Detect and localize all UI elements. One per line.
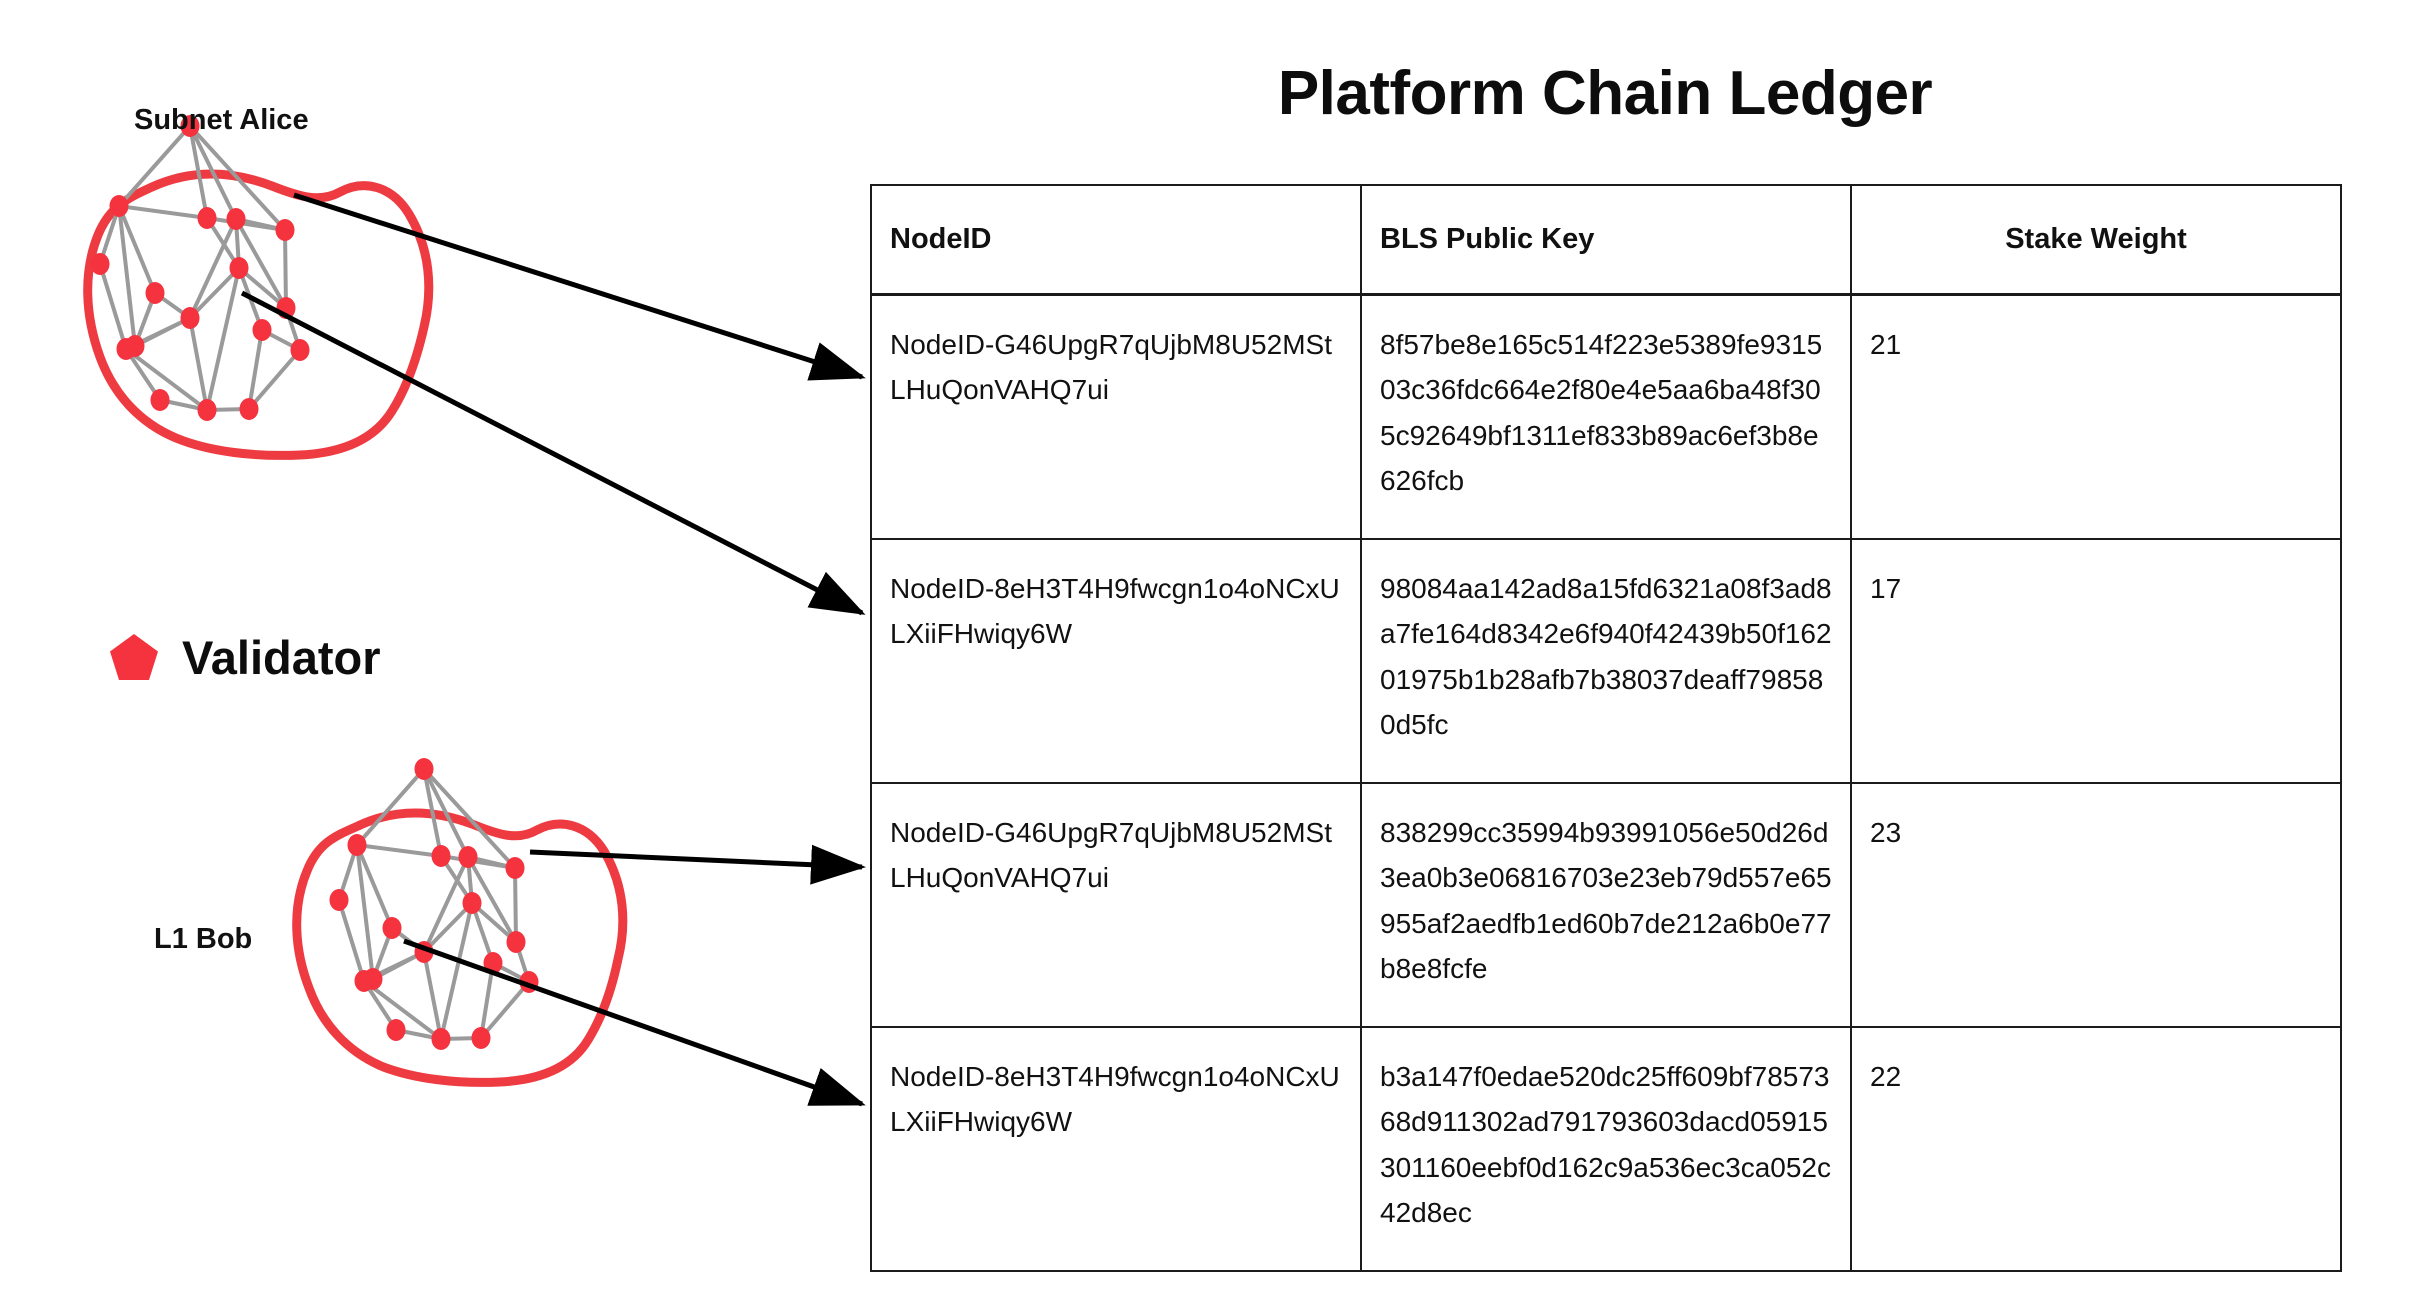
- arrow-bob-node-to-row4: [403, 938, 866, 1107]
- table-header-row: NodeID BLS Public Key Stake Weight: [870, 183, 2342, 296]
- subnet-alice-outline: [83, 169, 434, 460]
- cell-nodeid: NodeID-8eH3T4H9fwcgn1o4oNCxULXiiFHwiqy6W: [870, 1025, 1362, 1272]
- column-header-bls-public-key: BLS Public Key: [1360, 183, 1852, 296]
- cell-stake-weight: 22: [1850, 1025, 2342, 1272]
- table-row: NodeID-8eH3T4H9fwcgn1o4oNCxULXiiFHwiqy6W…: [870, 1025, 2342, 1272]
- table-body: NodeID-G46UpgR7qUjbM8U52MStLHuQonVAHQ7ui…: [870, 293, 2342, 1272]
- l1-bob-group: [292, 758, 628, 1087]
- arrow-bob-node-to-row3: [529, 844, 866, 885]
- validator-legend-label: Validator: [182, 630, 381, 684]
- l1-bob-outline: [292, 808, 628, 1087]
- table-row: NodeID-8eH3T4H9fwcgn1o4oNCxULXiiFHwiqy6W…: [870, 537, 2342, 784]
- cell-stake-weight: 17: [1850, 537, 2342, 784]
- arrow-alice-node-to-row1: [293, 192, 866, 381]
- l1-bob-nodes: [329, 758, 539, 1050]
- subnet-alice-nodes: [90, 115, 310, 421]
- pentagon-icon: [110, 634, 158, 680]
- subnet-alice-group: [83, 115, 434, 460]
- subnet-alice-edges: [98, 124, 302, 412]
- subnet-alice-label: Subnet Alice: [134, 104, 309, 136]
- page-title: Platform Chain Ledger: [1277, 59, 1933, 128]
- validator-legend: Validator: [108, 632, 381, 682]
- cell-nodeid: NodeID-G46UpgR7qUjbM8U52MStLHuQonVAHQ7ui: [870, 293, 1362, 540]
- arrow-alice-node-to-row2: [240, 290, 866, 616]
- cell-bls-public-key: 98084aa142ad8a15fd6321a08f3ad8a7fe164d83…: [1360, 537, 1852, 784]
- table-row: NodeID-G46UpgR7qUjbM8U52MStLHuQonVAHQ7ui…: [870, 293, 2342, 540]
- l1-bob-label: L1 Bob: [154, 923, 253, 955]
- cell-stake-weight: 23: [1850, 781, 2342, 1028]
- cell-nodeid: NodeID-G46UpgR7qUjbM8U52MStLHuQonVAHQ7ui: [870, 781, 1362, 1028]
- cell-bls-public-key: b3a147f0edae520dc25ff609bf7857368d911302…: [1360, 1025, 1852, 1272]
- cell-bls-public-key: 8f57be8e165c514f223e5389fe931503c36fdc66…: [1360, 293, 1852, 540]
- platform-chain-ledger-table: NodeID BLS Public Key Stake Weight NodeI…: [870, 183, 2342, 1272]
- l1-bob-edges: [337, 767, 531, 1041]
- column-header-nodeid: NodeID: [870, 183, 1362, 296]
- column-header-stake-weight: Stake Weight: [1850, 183, 2342, 296]
- table-row: NodeID-G46UpgR7qUjbM8U52MStLHuQonVAHQ7ui…: [870, 781, 2342, 1028]
- cell-stake-weight: 21: [1850, 293, 2342, 540]
- cell-nodeid: NodeID-8eH3T4H9fwcgn1o4oNCxULXiiFHwiqy6W: [870, 537, 1362, 784]
- cell-bls-public-key: 838299cc35994b93991056e50d26d3ea0b3e0681…: [1360, 781, 1852, 1028]
